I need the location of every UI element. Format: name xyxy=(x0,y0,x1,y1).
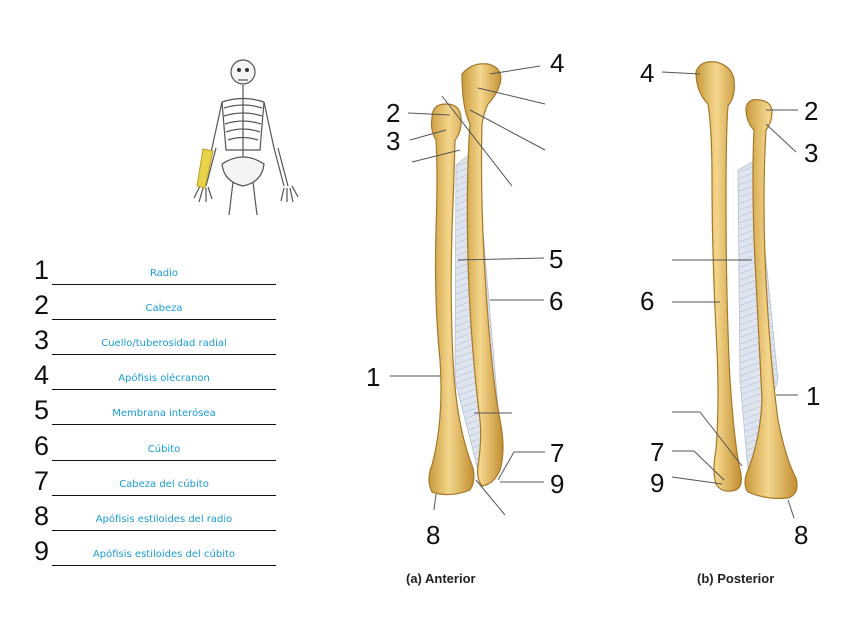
answer-text: Cabeza xyxy=(145,303,183,314)
answer-text: Cúbito xyxy=(147,444,181,455)
answer-number: 7 xyxy=(34,466,50,496)
answer-line xyxy=(52,319,276,320)
anterior-label-4: 4 xyxy=(550,48,564,78)
posterior-label-8: 8 xyxy=(794,520,808,550)
posterior-label-9: 9 xyxy=(650,468,664,498)
answer-text: Radio xyxy=(149,268,179,279)
answer-row-8: 8 Apófisis estiloides del radio xyxy=(34,501,276,531)
answer-number: 6 xyxy=(34,431,50,461)
answer-row-9: 9 Apófisis estiloides del cúbito xyxy=(34,536,276,566)
anterior-label-2: 2 xyxy=(386,98,400,128)
anterior-caption: (a) Anterior xyxy=(406,571,476,586)
answer-text: Apófisis estiloides del radio xyxy=(95,514,233,525)
answer-line xyxy=(52,389,276,390)
posterior-label-2: 2 xyxy=(804,96,818,126)
answer-text: Apófisis olécranon xyxy=(118,373,210,384)
posterior-radius xyxy=(744,99,798,499)
anterior-label-5: 5 xyxy=(549,244,563,274)
skeleton-forearm-highlight xyxy=(196,148,214,189)
answer-text: Cuello/tuberosidad radial xyxy=(101,338,227,349)
answer-text: Membrana interósea xyxy=(112,408,216,419)
skeleton-icon xyxy=(193,59,299,216)
answer-number: 9 xyxy=(34,536,50,566)
answer-row-5: 5 Membrana interósea xyxy=(34,395,276,425)
anterior-radius xyxy=(428,103,475,496)
posterior-label-6: 6 xyxy=(640,286,654,316)
answer-number: 4 xyxy=(34,360,50,390)
posterior-label-1: 1 xyxy=(806,381,820,411)
answer-row-4: 4 Apófisis olécranon xyxy=(34,360,276,390)
answer-line xyxy=(52,495,276,496)
anterior-label-6: 6 xyxy=(549,286,563,316)
anterior-label-8: 8 xyxy=(426,520,440,550)
posterior-label-3: 3 xyxy=(804,138,818,168)
posterior-view: 4 2 3 6 1 7 9 8 (b) Posterior xyxy=(640,58,820,586)
anterior-view: 4 2 3 5 6 1 7 9 8 (a) Anterior xyxy=(366,48,564,586)
answer-text: Apófisis estiloides del cúbito xyxy=(92,549,236,560)
answer-number: 5 xyxy=(34,395,50,425)
answer-line xyxy=(52,565,276,566)
anterior-label-3: 3 xyxy=(386,126,400,156)
answer-line xyxy=(52,424,276,425)
answer-line xyxy=(52,530,276,531)
answer-row-3: 3 Cuello/tuberosidad radial xyxy=(34,325,276,355)
answer-row-7: 7 Cabeza del cúbito xyxy=(34,466,276,496)
answer-row-6: 6 Cúbito xyxy=(34,431,276,461)
answer-number: 1 xyxy=(34,255,50,285)
answer-line xyxy=(52,354,276,355)
answer-row-1: 1 Radio xyxy=(34,255,276,285)
anterior-label-7: 7 xyxy=(550,438,564,468)
answer-line xyxy=(52,284,276,285)
posterior-label-4: 4 xyxy=(640,58,654,88)
anterior-label-9: 9 xyxy=(550,469,564,499)
answer-row-2: 2 Cabeza xyxy=(34,290,276,320)
answer-number: 3 xyxy=(34,325,50,355)
posterior-label-7: 7 xyxy=(650,437,664,467)
posterior-ulna xyxy=(695,61,742,492)
answer-line xyxy=(52,460,276,461)
answer-text: Cabeza del cúbito xyxy=(119,479,209,490)
posterior-caption: (b) Posterior xyxy=(697,571,774,586)
answer-number: 8 xyxy=(34,501,50,531)
answer-number: 2 xyxy=(34,290,50,320)
anterior-label-1: 1 xyxy=(366,362,380,392)
